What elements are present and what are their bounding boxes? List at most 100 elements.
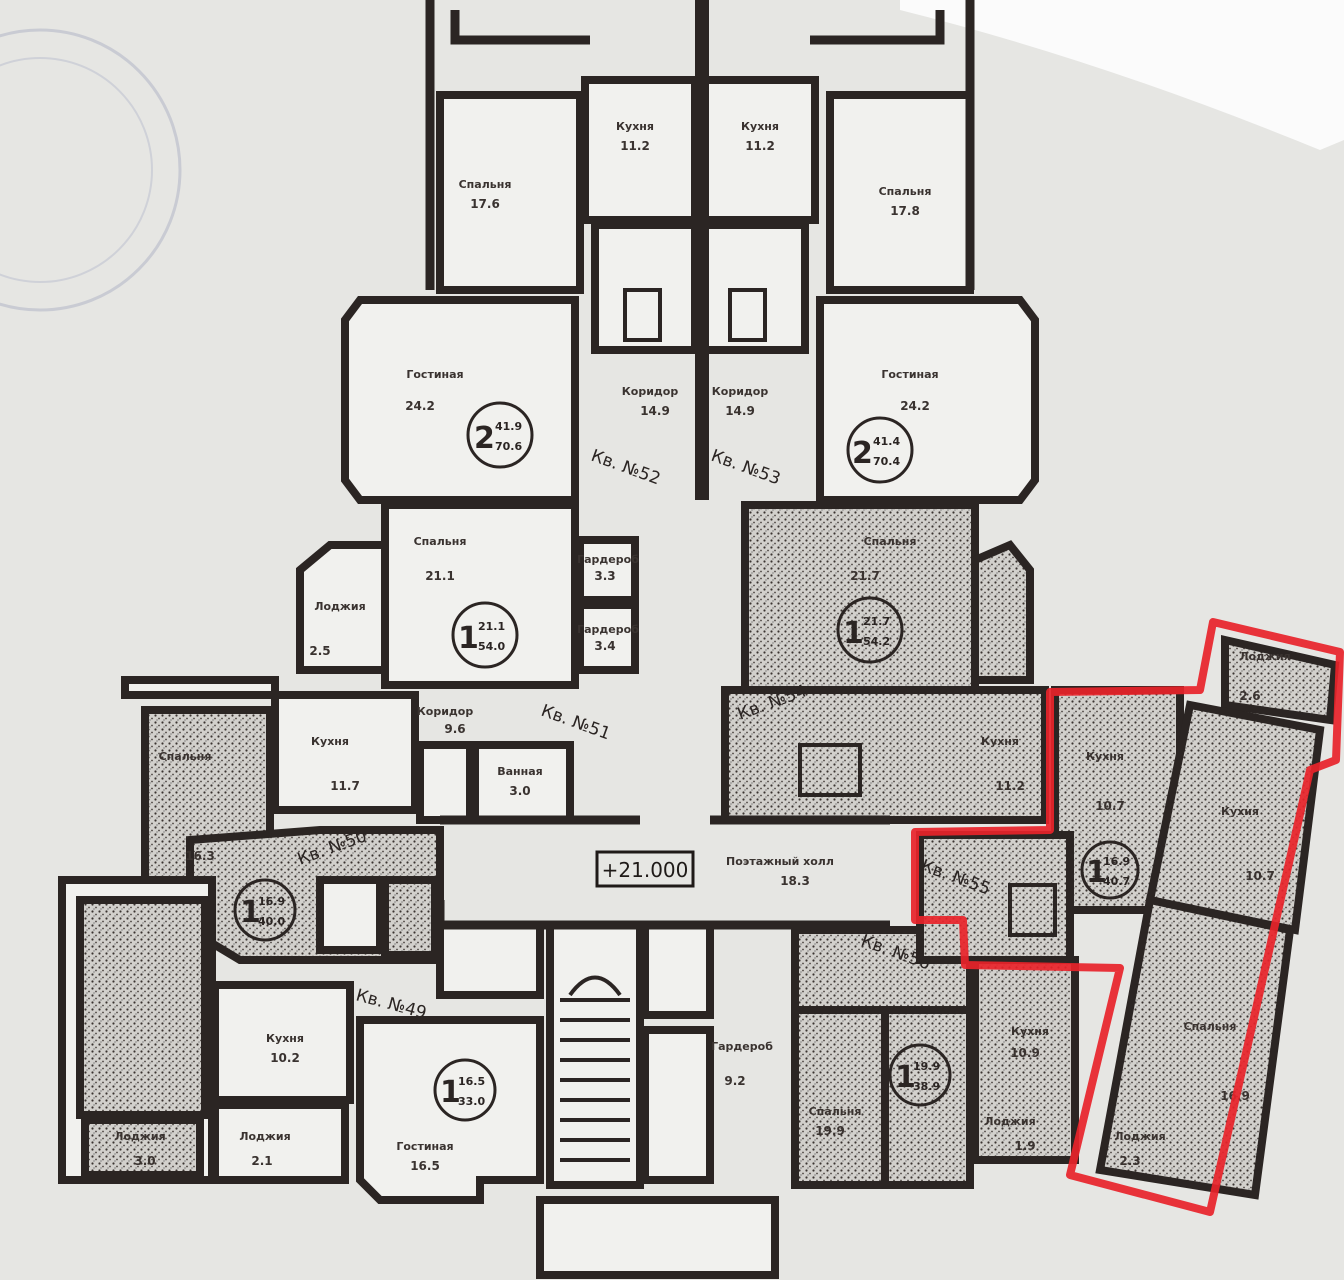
room-label: Лоджия — [1114, 1130, 1165, 1143]
apartment-50 — [121, 676, 444, 964]
highlight-outline — [911, 618, 1344, 1216]
room-area: 16.5 — [410, 1159, 440, 1173]
room-label: Лоджия — [1239, 650, 1290, 663]
apartment-badge-55: 1 16.9 40.7 — [1080, 840, 1140, 900]
badge-rooms: 1 — [1086, 855, 1107, 890]
badge-rooms: 1 — [440, 1075, 461, 1110]
room-area: 16.3 — [185, 849, 215, 863]
apartment-badge-53: 2 41.4 70.4 — [846, 416, 914, 484]
badge-living: 16.9 — [1103, 855, 1130, 868]
room-area: 11.2 — [620, 139, 650, 153]
white-correction-mark — [900, 0, 1344, 150]
room-label: Кухня — [1221, 805, 1259, 818]
room-label: Гардероб — [711, 1040, 773, 1053]
room-label: Гостиная — [881, 368, 938, 381]
badge-living: 21.1 — [478, 620, 505, 633]
stamp — [0, 28, 182, 312]
room-labels: Спальня 17.6 Кухня 11.2 Кухня 11.2 Спаль… — [114, 120, 1290, 1173]
elevation-mark: +21.000 — [595, 850, 695, 888]
room-area: 10.7 — [1095, 799, 1125, 813]
apartment-number: Кв. №53 — [708, 446, 783, 489]
room-label: Ванная — [497, 765, 543, 778]
room-area: 10.9 — [1010, 1046, 1040, 1060]
room-area: 17.8 — [890, 204, 920, 218]
room-area: 10.7 — [1245, 869, 1275, 883]
room-label: Спальня — [159, 750, 212, 763]
room-area: 2.6 — [1239, 689, 1260, 703]
room-label: Кухня — [741, 120, 779, 133]
room-label: Спальня — [864, 535, 917, 548]
badge-total: 70.6 — [495, 440, 522, 453]
room-area: 11.2 — [745, 139, 775, 153]
badge-living: 16.9 — [258, 895, 285, 908]
room-label: Кухня — [311, 735, 349, 748]
badge-rooms: 1 — [843, 616, 864, 651]
badge-rooms: 2 — [852, 436, 873, 471]
room-area: 17.6 — [470, 197, 500, 211]
room-label: Лоджия — [314, 600, 365, 613]
badge-total: 54.2 — [863, 635, 890, 648]
room-area: 19.9 — [815, 1124, 845, 1138]
room-area: 24.2 — [900, 399, 930, 413]
room-area: 9.2 — [724, 1074, 745, 1088]
badge-total: 70.4 — [873, 455, 900, 468]
room-area: 2.1 — [251, 1154, 272, 1168]
room-area: 2.5 — [309, 644, 330, 658]
room-label: Гардероб — [577, 553, 639, 566]
badge-total: 40.0 — [258, 915, 285, 928]
room-label: Спальня — [879, 185, 932, 198]
room-label: Лоджия — [114, 1130, 165, 1143]
badge-rooms: 1 — [458, 621, 479, 656]
badge-living: 21.7 — [863, 615, 890, 628]
room-label: Кухня — [1086, 750, 1124, 763]
apartment-55 — [916, 634, 1340, 1200]
apartment-number: Кв. №52 — [588, 446, 663, 489]
room-label: Гостиная — [396, 1140, 453, 1153]
badge-living: 41.9 — [495, 420, 522, 433]
room-area: 3.3 — [594, 569, 615, 583]
apartment-badge-49: 1 16.5 33.0 — [433, 1058, 497, 1122]
room-area: 21.7 — [850, 569, 880, 583]
landing-area: 18.3 — [780, 874, 810, 888]
badge-total: 54.0 — [478, 640, 505, 653]
apartment-badge-50: 1 16.9 40.0 — [233, 878, 297, 942]
apartment-56 — [791, 926, 1079, 1189]
room-label: Лоджия — [239, 1130, 290, 1143]
badge-living: 16.5 — [458, 1075, 485, 1088]
room-area: 1.9 — [1014, 1139, 1035, 1153]
room-area: 3.0 — [509, 784, 530, 798]
room-label: Коридор — [622, 385, 679, 398]
apartment-51 — [271, 501, 639, 824]
badge-living: 41.4 — [873, 435, 900, 448]
elevation-value: +21.000 — [602, 858, 689, 882]
badge-total: 38.9 — [913, 1080, 940, 1093]
room-area: 9.6 — [444, 722, 465, 736]
apartment-54 — [721, 501, 1049, 824]
room-label: Кухня — [266, 1032, 304, 1045]
room-label: Кухня — [1011, 1025, 1049, 1038]
room-label: Коридор — [417, 705, 474, 718]
room-label: Кухня — [981, 735, 1019, 748]
apartment-53 — [701, 76, 1039, 504]
room-area: 24.2 — [405, 399, 435, 413]
room-area: 14.9 — [640, 404, 670, 418]
apartment-number: Кв. №51 — [538, 701, 613, 744]
landing-label: Поэтажный холл — [726, 855, 834, 868]
apartment-badge-54: 1 21.7 54.2 — [836, 596, 904, 664]
room-label: Спальня — [459, 178, 512, 191]
badge-total: 33.0 — [458, 1095, 485, 1108]
apartment-49 — [58, 876, 544, 1204]
room-label: Спальня — [1184, 1020, 1237, 1033]
room-label: Лоджия — [984, 1115, 1035, 1128]
party-wall — [695, 0, 709, 500]
room-area: 10.2 — [270, 1051, 300, 1065]
apartment-52 — [341, 76, 699, 504]
badge-total: 40.7 — [1103, 875, 1130, 888]
room-label: Гостиная — [406, 368, 463, 381]
room-area: 21.1 — [425, 569, 455, 583]
room-area: 2.3 — [1119, 1154, 1140, 1168]
room-area: 3.4 — [594, 639, 615, 653]
badge-rooms: 1 — [240, 895, 261, 930]
